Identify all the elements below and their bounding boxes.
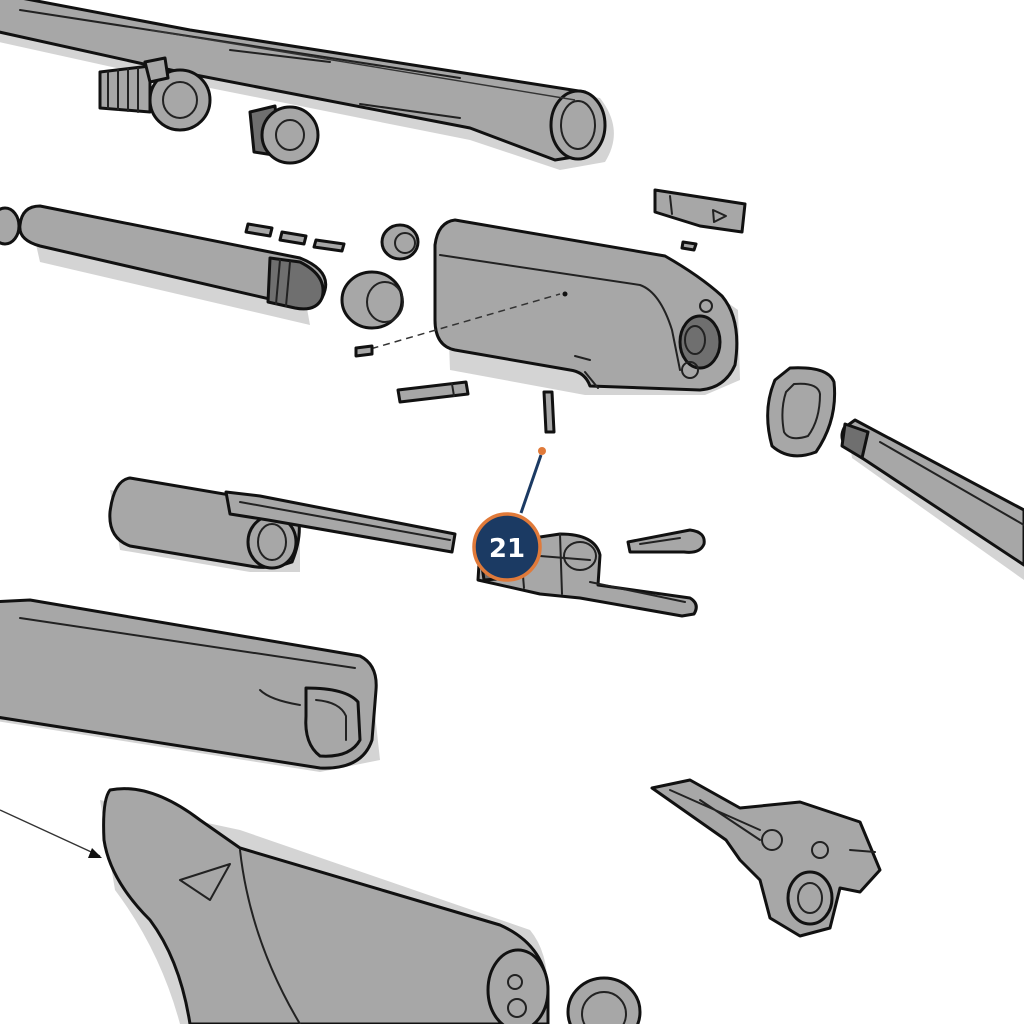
callout-leader-line: [519, 454, 543, 514]
extension-tube[interactable]: [840, 418, 1024, 580]
magazine-spring-retainer[interactable]: [340, 270, 404, 330]
firing-pin-retainer[interactable]: [626, 528, 706, 554]
barrel[interactable]: [0, 0, 614, 170]
action-slide[interactable]: [108, 476, 457, 572]
callout-badge: [472, 512, 542, 582]
callout-anchor-dot: [538, 447, 546, 455]
recoil-pad-ring[interactable]: [766, 366, 837, 458]
ejector[interactable]: [653, 188, 747, 252]
trigger-group[interactable]: [650, 778, 882, 938]
stock[interactable]: [0, 787, 550, 1024]
callout-21[interactable]: 21: [472, 447, 546, 582]
small-pin-left[interactable]: [354, 344, 374, 358]
follower[interactable]: [380, 223, 420, 261]
barrel-ring[interactable]: [98, 56, 212, 132]
vertical-pin[interactable]: [542, 390, 556, 434]
receiver[interactable]: [359, 218, 740, 395]
end-cap[interactable]: [248, 104, 320, 165]
trigger-plate-pin[interactable]: [396, 380, 470, 404]
magazine-tube[interactable]: [0, 204, 328, 325]
callout-number: 21: [489, 534, 525, 564]
forend[interactable]: [0, 598, 380, 772]
small-pins[interactable]: [244, 222, 346, 253]
butt-cap[interactable]: [566, 976, 642, 1024]
